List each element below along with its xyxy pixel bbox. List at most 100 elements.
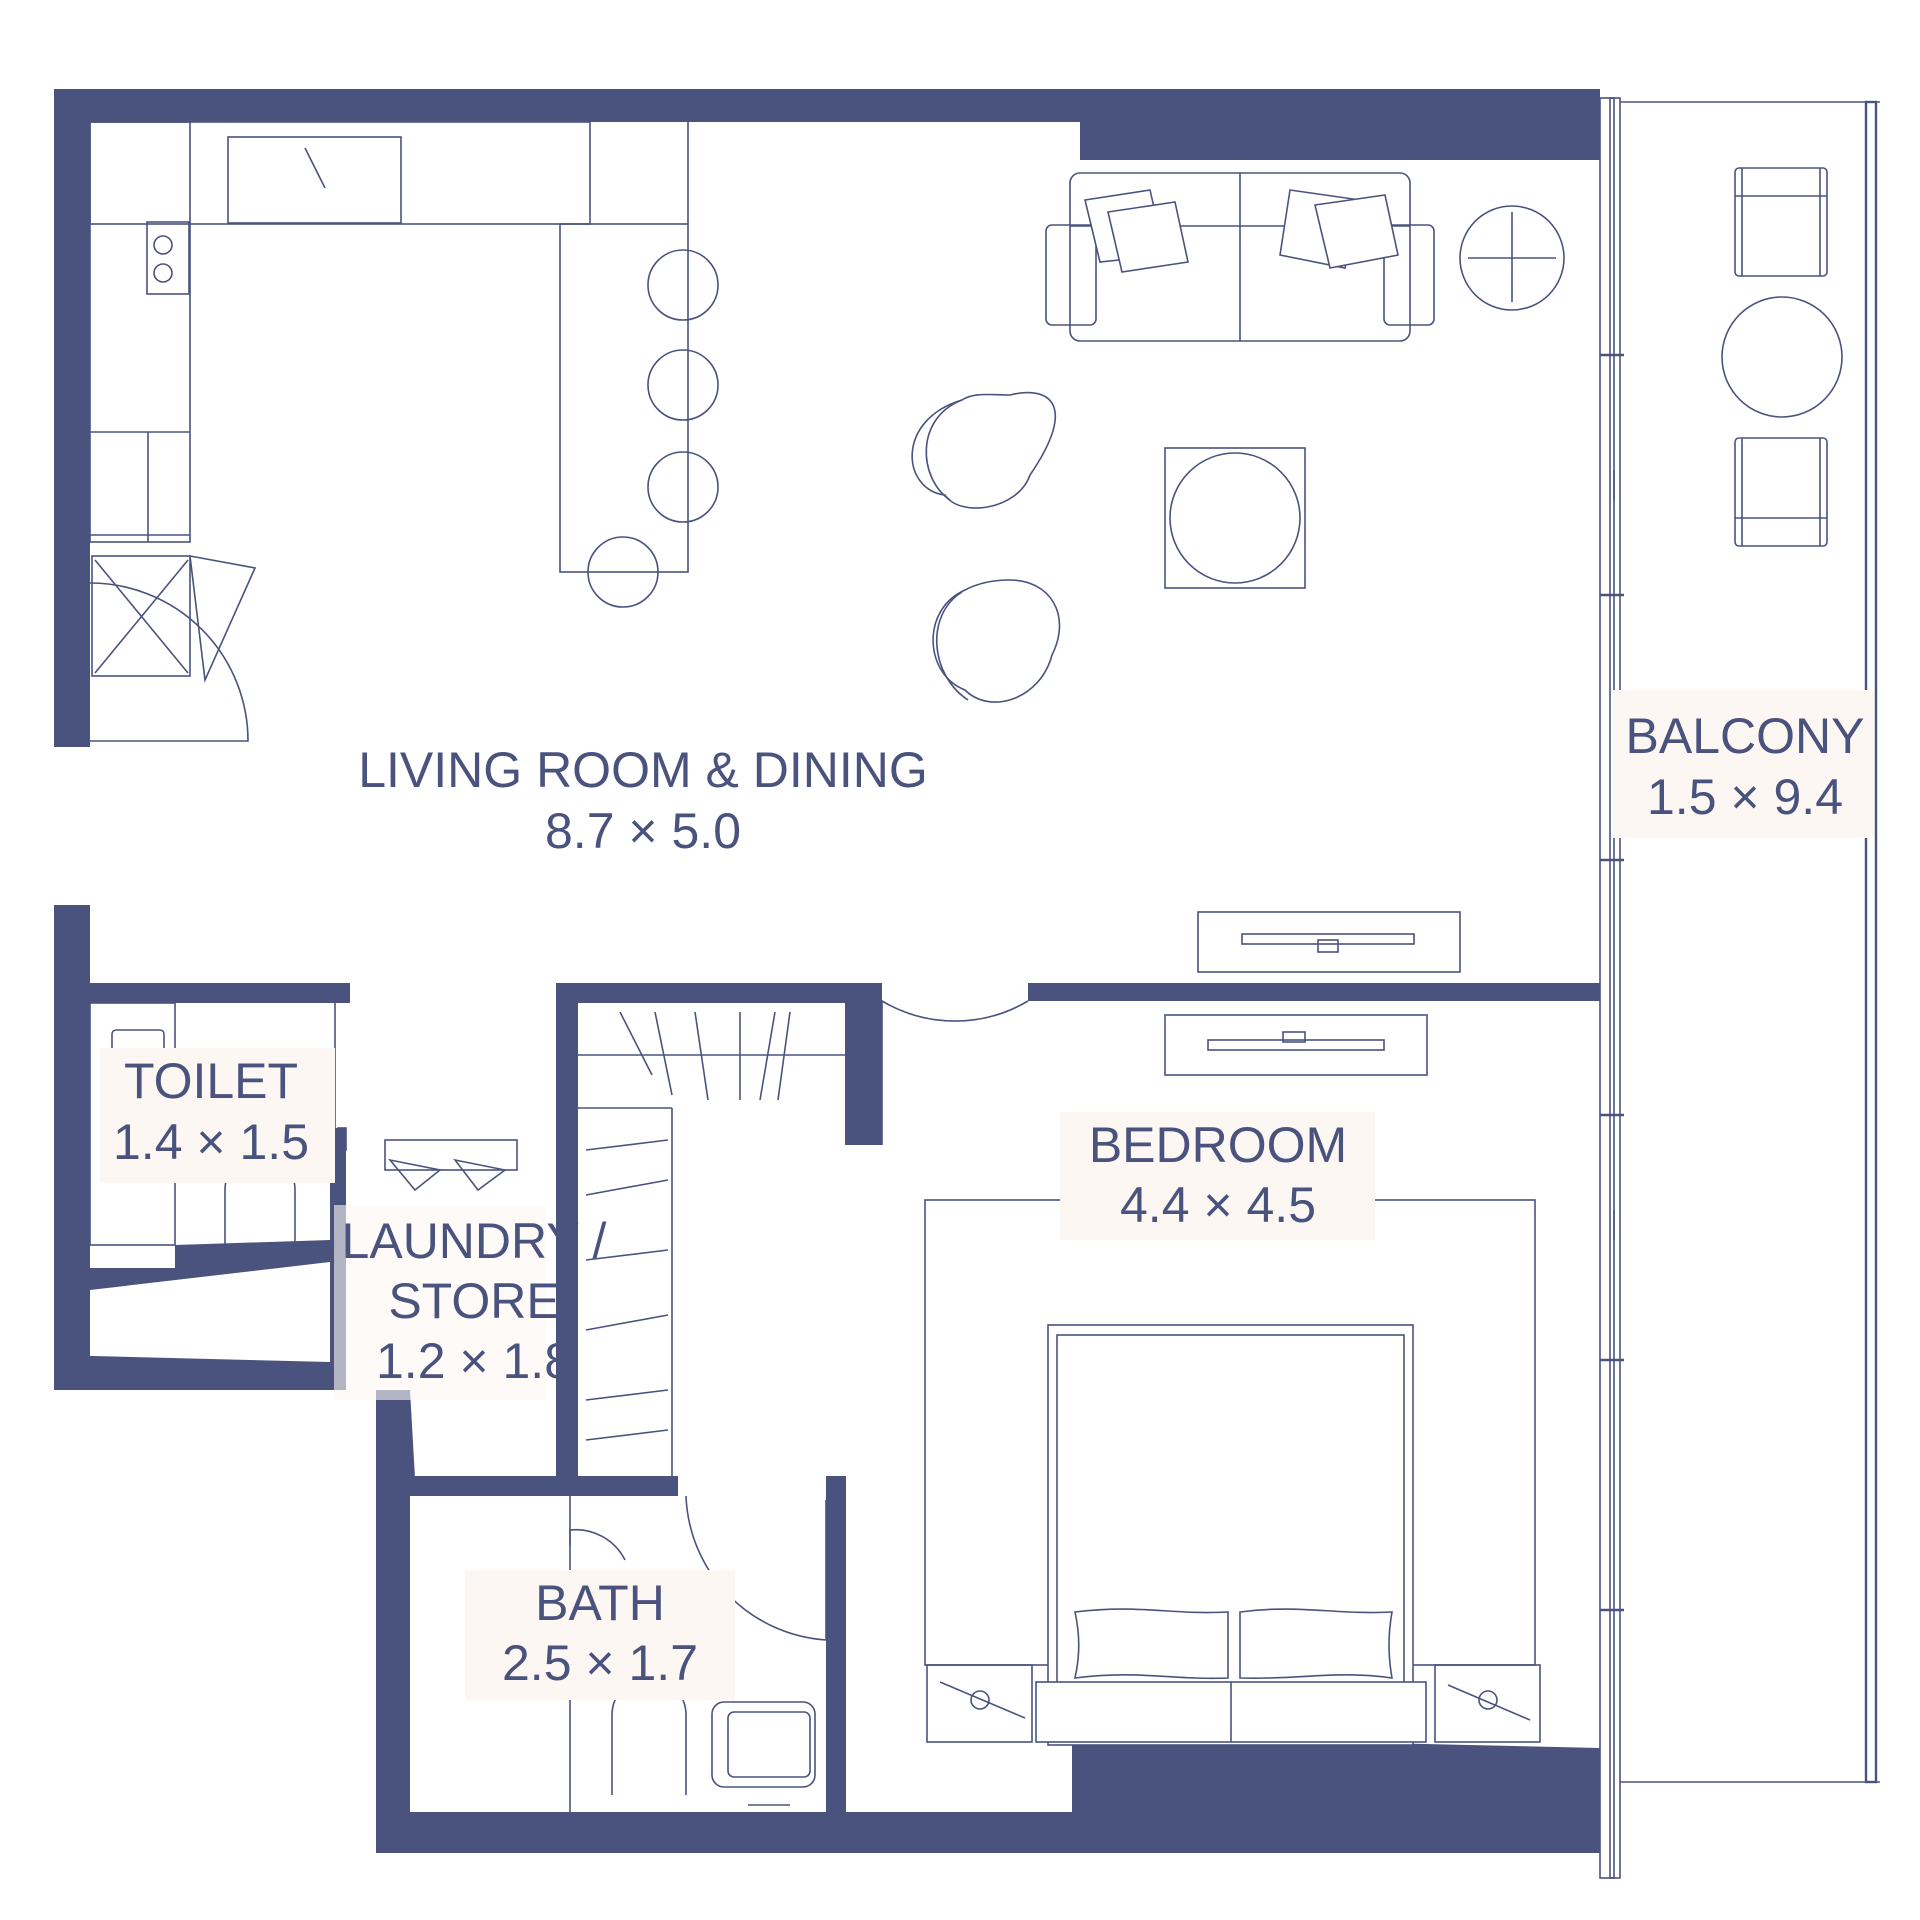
bedroom-tv — [1207, 1039, 1385, 1051]
wall-bath-left — [376, 1478, 410, 1853]
bedroom-door-swing — [881, 999, 1029, 1145]
armchair-lower — [932, 579, 1061, 703]
bedroom-furniture — [924, 1014, 1541, 1746]
wardrobe-hanger — [585, 1389, 669, 1401]
laundry-door-leaf — [387, 1158, 442, 1192]
wardrobe-hanger — [585, 1429, 669, 1441]
kitchen-island — [559, 223, 689, 573]
pillow-right — [1239, 1608, 1393, 1680]
wall-top-left — [54, 89, 752, 135]
nightstand-right-lamp — [1478, 1690, 1498, 1710]
laundry-name-line1: LAUNDRY / — [342, 1213, 607, 1269]
wall-top-right — [752, 89, 1600, 160]
wardrobe-hanger — [585, 1249, 669, 1261]
wall-bottom-left — [54, 1355, 330, 1390]
toilet-name: TOILET — [124, 1053, 298, 1109]
sofa-arm-left — [1045, 224, 1097, 326]
wall-toilet-top — [90, 983, 350, 1003]
sofa-cushion — [1107, 201, 1189, 273]
room-labels: LIVING ROOM & DINING 8.7 × 5.0 BALCONY 1… — [100, 690, 1874, 1700]
kitchen — [89, 121, 719, 683]
walls — [54, 89, 1600, 1853]
bedroom-label-bg — [1060, 1112, 1375, 1240]
tv-living — [1241, 933, 1415, 945]
living-furniture — [54, 172, 1565, 1145]
bedroom-name: BEDROOM — [1089, 1117, 1347, 1173]
wall-corridor-right — [845, 983, 882, 1145]
wardrobe-hanger — [694, 1011, 709, 1101]
bath-basin — [711, 1701, 816, 1788]
wall-toilet-bottom — [90, 1240, 330, 1290]
balcony-size: 1.5 × 9.4 — [1647, 769, 1843, 825]
living-room-size: 8.7 × 5.0 — [545, 803, 741, 859]
tv-unit-living — [1197, 911, 1461, 973]
kitchen-tap — [304, 147, 326, 189]
coffee-table — [1164, 447, 1306, 589]
nightstand-left — [926, 1664, 1033, 1743]
wall-bath-right — [826, 1476, 846, 1853]
living-room-name: LIVING ROOM & DINING — [358, 742, 928, 798]
sofa-arm-right — [1383, 224, 1435, 326]
nightstand-right — [1434, 1664, 1541, 1743]
pillow-left — [1073, 1608, 1229, 1680]
wardrobe-hanger — [777, 1011, 791, 1101]
bedroom-tv-stand — [1282, 1031, 1306, 1043]
armchair-lower-back — [935, 591, 969, 701]
bar-stool — [647, 349, 719, 421]
balcony-chair-bottom — [1734, 437, 1828, 547]
bar-stool — [587, 536, 659, 608]
wall-corridor-top — [556, 983, 882, 1003]
wardrobe-hanger — [585, 1179, 669, 1196]
laundry-door-leaf — [453, 1158, 507, 1192]
nightstand-right-lamp — [1447, 1684, 1531, 1721]
armchair-upper-back — [925, 399, 963, 501]
coffee-table-top — [1169, 452, 1301, 584]
bar-stool — [647, 451, 719, 523]
bedroom-tv-unit — [1164, 1014, 1428, 1076]
armchair-upper — [911, 391, 1057, 509]
balcony-label-bg — [1612, 690, 1874, 838]
fridge — [91, 555, 191, 677]
wall-bottom — [376, 1736, 1600, 1853]
tv-stand-living — [1317, 939, 1339, 953]
wall-bath-top — [410, 1476, 678, 1496]
balcony-railing — [1864, 100, 1878, 1784]
kitchen-counter-left — [89, 121, 191, 543]
sofa-cushion — [1314, 194, 1399, 269]
hob-burner — [153, 263, 173, 283]
toilet-door-frame — [337, 1127, 347, 1151]
laundry-machines — [384, 1139, 518, 1171]
side-table — [1459, 205, 1565, 311]
bath-label-bg — [465, 1570, 735, 1700]
wall-laundry-lower — [376, 1390, 415, 1478]
kitchen-hob — [146, 221, 190, 295]
bath-name: BATH — [535, 1575, 665, 1631]
entrance-door-leaf — [54, 741, 90, 747]
bath-size: 2.5 × 1.7 — [502, 1635, 698, 1691]
bath-shower-door — [569, 1528, 626, 1561]
balcony-glazing-inner — [1609, 97, 1615, 1879]
balcony-table — [1721, 296, 1843, 418]
wardrobe-hanger — [585, 1139, 669, 1151]
wardrobe-hanger — [759, 1011, 776, 1101]
bath-basin-inner — [727, 1711, 811, 1778]
toilet-label-bg — [100, 1048, 335, 1183]
kitchen-sink — [227, 136, 402, 224]
bedroom-size: 4.4 × 4.5 — [1120, 1177, 1316, 1233]
bar-stool — [647, 249, 719, 321]
wall-bedroom-top — [1028, 983, 1600, 1001]
hob-burner — [153, 235, 173, 255]
laundry-name-line2: STORE — [388, 1273, 559, 1329]
balcony-chair-top — [1734, 167, 1828, 277]
entrance-door-swing — [89, 582, 249, 742]
toilet-size: 1.4 × 1.5 — [113, 1114, 309, 1170]
balcony — [1599, 97, 1880, 1879]
laundry-size: 1.2 × 1.8 — [376, 1333, 572, 1389]
wardrobe-hanger — [585, 1314, 669, 1331]
balcony-name: BALCONY — [1626, 708, 1865, 764]
fridge-door-swing — [189, 555, 257, 683]
wall-laundry-partition — [556, 983, 578, 1476]
wardrobe-hanger — [619, 1011, 653, 1076]
wall-left-upper — [54, 89, 90, 741]
